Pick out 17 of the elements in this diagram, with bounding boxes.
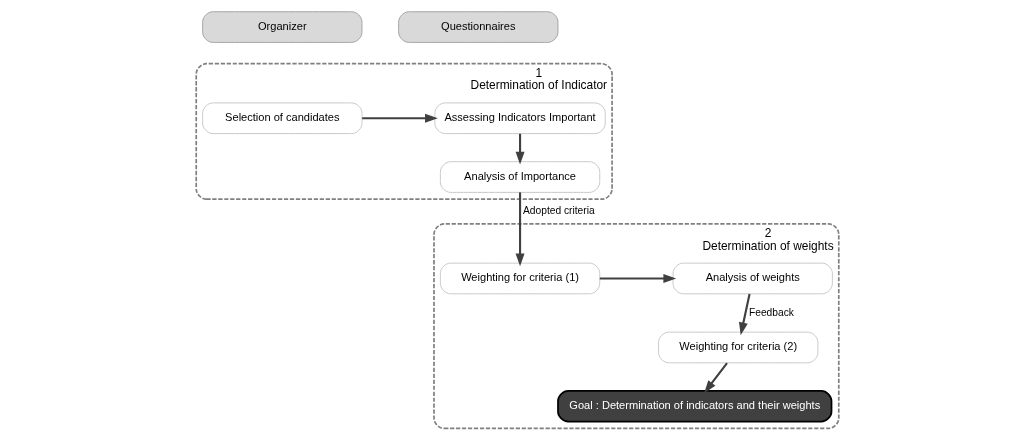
arrow — [361, 113, 438, 123]
arrow — [515, 192, 525, 267]
edge-label: Adopted criteria — [522, 205, 595, 217]
arrow — [515, 133, 525, 165]
node-box: Questionnaires — [397, 11, 558, 43]
arrow — [703, 362, 728, 394]
node-box: Analysis of weights — [672, 262, 833, 295]
node-box: Assessing Indicators Important — [433, 102, 606, 134]
edge-label: Feedback — [748, 306, 794, 318]
node-box: Organizer — [201, 11, 362, 43]
arrow — [738, 293, 751, 336]
node-box: Weighting for criteria (2) — [657, 331, 818, 364]
node-box: Weighting for criteria (1) — [439, 262, 600, 295]
node-box: Selection of candidates — [201, 102, 362, 134]
node-box: Goal : Determination of indicators and their weights — [556, 390, 832, 423]
node-box: Analysis of Importance — [439, 161, 600, 193]
arrow — [599, 273, 676, 283]
